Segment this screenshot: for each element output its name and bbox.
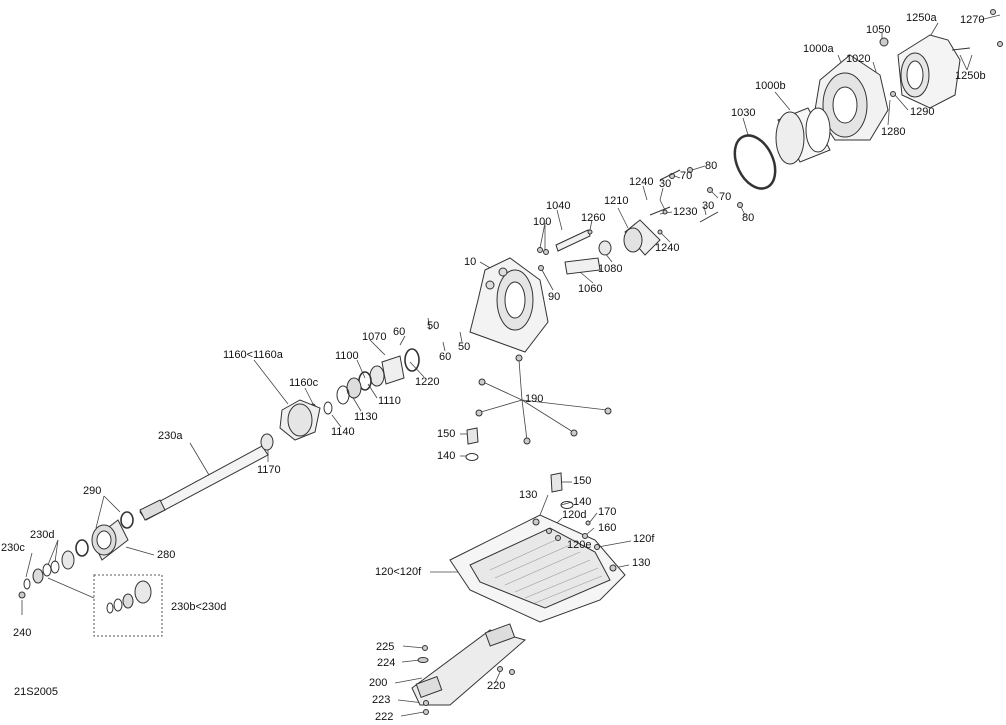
label-10: 10 [464,256,477,268]
label-1040: 1040 [546,200,571,212]
bracket-200 [411,623,527,706]
label-150-b: 150 [573,475,592,487]
label-70-b: 70 [719,191,732,203]
label-70-a: 70 [680,170,693,182]
label-1030: 1030 [731,107,756,119]
pump-body-10 [469,257,549,353]
bushing-1080 [598,240,612,256]
label-225: 225 [376,641,395,653]
label-120e: 120e [567,539,592,551]
venturi-nozzle-1250a [897,34,961,109]
label-130-a: 130 [519,489,538,501]
label-50-b: 50 [458,341,471,353]
sleeve-1170 [260,433,274,451]
label-1240-b: 1240 [655,242,680,254]
ride-plate-hardware [532,518,617,572]
label-1110: 1110 [378,395,401,407]
label-280: 280 [157,549,176,561]
label-1210: 1210 [604,195,629,207]
label-60-a: 60 [393,326,406,338]
seal-bearing-stack [309,348,420,415]
label-1290: 1290 [910,106,935,118]
label-230a: 230a [158,430,183,442]
label-1270: 1270 [960,14,985,26]
drive-shaft-230a [139,445,269,521]
label-160: 160 [598,522,617,534]
label-230c: 230c [1,542,25,554]
label-1000b: 1000b [755,80,786,92]
label-140-a: 140 [437,450,456,462]
clamps-290 [75,511,134,557]
label-1080: 1080 [598,263,623,275]
label-1100: 1100 [335,350,359,362]
label-1250b: 1250b [955,70,986,82]
o-ring-1030 [733,134,777,190]
label-1260: 1260 [581,212,606,224]
pin-1040 [555,229,591,252]
label-30-a: 30 [659,178,672,190]
label-1280: 1280 [881,126,906,138]
label-60-b: 60 [439,351,452,363]
label-230b: 230b<230d [171,601,227,613]
label-30-b: 30 [702,200,715,212]
impeller-1160 [279,399,321,441]
label-50-a: 50 [427,320,440,332]
studs-190 [475,354,612,445]
label-230d: 230d [30,529,55,541]
label-290: 290 [83,485,102,497]
kit-box-parts [106,580,152,614]
label-1130: 1130 [354,411,378,423]
label-80-a: 80 [705,160,718,172]
label-1050: 1050 [866,24,891,36]
leader-lines [21,14,1001,717]
label-223: 223 [372,694,391,706]
shaft-1060 [564,257,601,275]
label-240: 240 [13,627,32,639]
label-80-b: 80 [742,212,755,224]
boot-280 [91,519,129,561]
label-190: 190 [525,393,544,405]
impeller-cone-1210 [623,219,661,256]
seal-set-230 [18,550,75,599]
label-130-b: 130 [632,557,651,569]
kit-box-230b [93,574,163,637]
label-1160: 1160<1160a [223,349,283,361]
label-1240-a: 1240 [629,176,654,188]
label-1000a: 1000a [803,43,834,55]
label-200: 200 [369,677,388,689]
label-120d: 120d [562,509,587,521]
wear-ring-1000b [775,107,831,165]
label-170: 170 [598,506,617,518]
diagram-code: 21S2005 [14,686,59,698]
label-90: 90 [548,291,561,303]
label-120: 120<120f [375,566,422,578]
label-140-b: 140 [573,496,592,508]
label-1020: 1020 [846,53,871,65]
label-150-a: 150 [437,428,456,440]
label-222: 222 [375,711,394,723]
label-120f: 120f [633,533,655,545]
label-224: 224 [377,657,396,669]
fittings-150-140 [465,427,574,509]
label-1060: 1060 [578,283,603,295]
label-220: 220 [487,680,506,692]
pump-housing-1000a [814,54,889,141]
label-1170: 1170 [257,464,281,476]
label-1230: 1230 [673,206,698,218]
label-1070: 1070 [362,331,387,343]
label-1250a: 1250a [906,12,937,24]
label-1220: 1220 [415,376,440,388]
small-hardware-upper [537,9,1003,271]
label-100: 100 [533,216,552,228]
label-1140: 1140 [331,426,355,438]
ride-plate-120 [449,514,626,623]
bracket-hardware [417,645,515,715]
label-1160c: 1160c [289,377,319,389]
